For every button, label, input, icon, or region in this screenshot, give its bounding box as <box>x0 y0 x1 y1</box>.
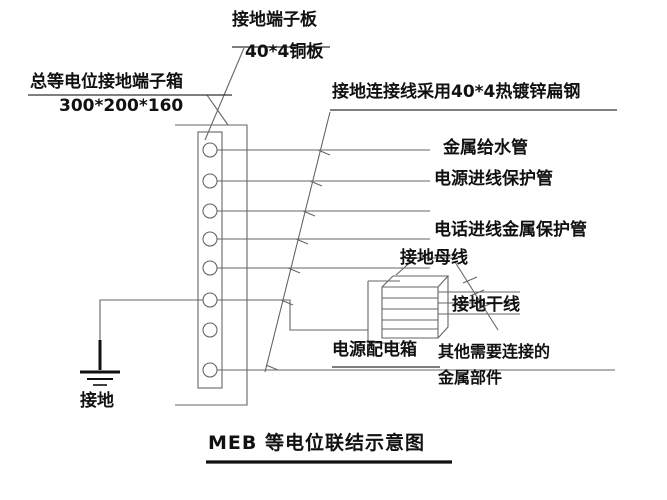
terminal-circle <box>202 203 218 219</box>
label-ground: 接地 <box>80 391 114 411</box>
label-other-parts-line2: 金属部件 <box>438 368 503 387</box>
leader-tick <box>317 149 331 156</box>
label-terminal-box: 总等电位接地端子箱 <box>30 72 183 92</box>
leader-tick <box>280 299 294 306</box>
leader-tick <box>309 180 323 187</box>
label-terminal-board: 接地端子板 <box>232 10 317 30</box>
leader-tick <box>295 238 309 245</box>
terminal-circle <box>202 292 218 308</box>
grounding-electrode-conductor <box>99 299 203 355</box>
label-earth-busbar: 接地母线 <box>400 248 468 268</box>
leader-tick <box>265 364 279 371</box>
busbar-block-side-face <box>437 276 449 339</box>
distribution-box-outline <box>367 281 400 344</box>
terminal-circle <box>202 322 218 338</box>
leader-tick <box>469 289 485 297</box>
earth-trunk-leader <box>454 261 499 331</box>
busbar-block-top-face <box>381 275 450 288</box>
terminal-circle <box>202 173 218 189</box>
leader-tick <box>462 276 478 284</box>
label-terminal-box-size: 300*200*160 <box>59 96 184 116</box>
label-earth-trunk: 接地干线 <box>452 295 520 315</box>
label-connection-wire: 接地连接线采用40*4热镀锌扁钢 <box>332 82 581 102</box>
terminal-board-rect <box>197 131 223 389</box>
terminal-circle <box>202 142 218 158</box>
bond-line-distribution-box <box>217 299 368 331</box>
leader-tick <box>302 210 316 217</box>
leader-tick <box>287 267 301 274</box>
terminal-board-leader <box>204 47 245 141</box>
label-telephone-inlet-conduit: 电话进线金属保护管 <box>434 220 587 240</box>
earth-busbar-leader <box>395 257 455 276</box>
label-water-pipe: 金属给水管 <box>443 138 528 158</box>
label-power-distribution-box: 电源配电箱 <box>332 340 417 360</box>
terminal-circle <box>202 231 218 247</box>
ground-symbol <box>80 340 120 386</box>
busbar-block <box>381 286 439 339</box>
label-power-inlet-conduit: 电源进线保护管 <box>434 169 553 189</box>
leader-tick <box>477 302 493 310</box>
label-terminal-board-spec: 40*4铜板 <box>245 42 324 62</box>
terminal-circle <box>202 260 218 276</box>
diagram-title: MEB 等电位联结示意图 <box>208 432 425 454</box>
connection-wire-leader <box>264 111 331 373</box>
terminal-circle <box>202 362 218 378</box>
label-other-parts-line1: 其他需要连接的 <box>438 342 551 361</box>
